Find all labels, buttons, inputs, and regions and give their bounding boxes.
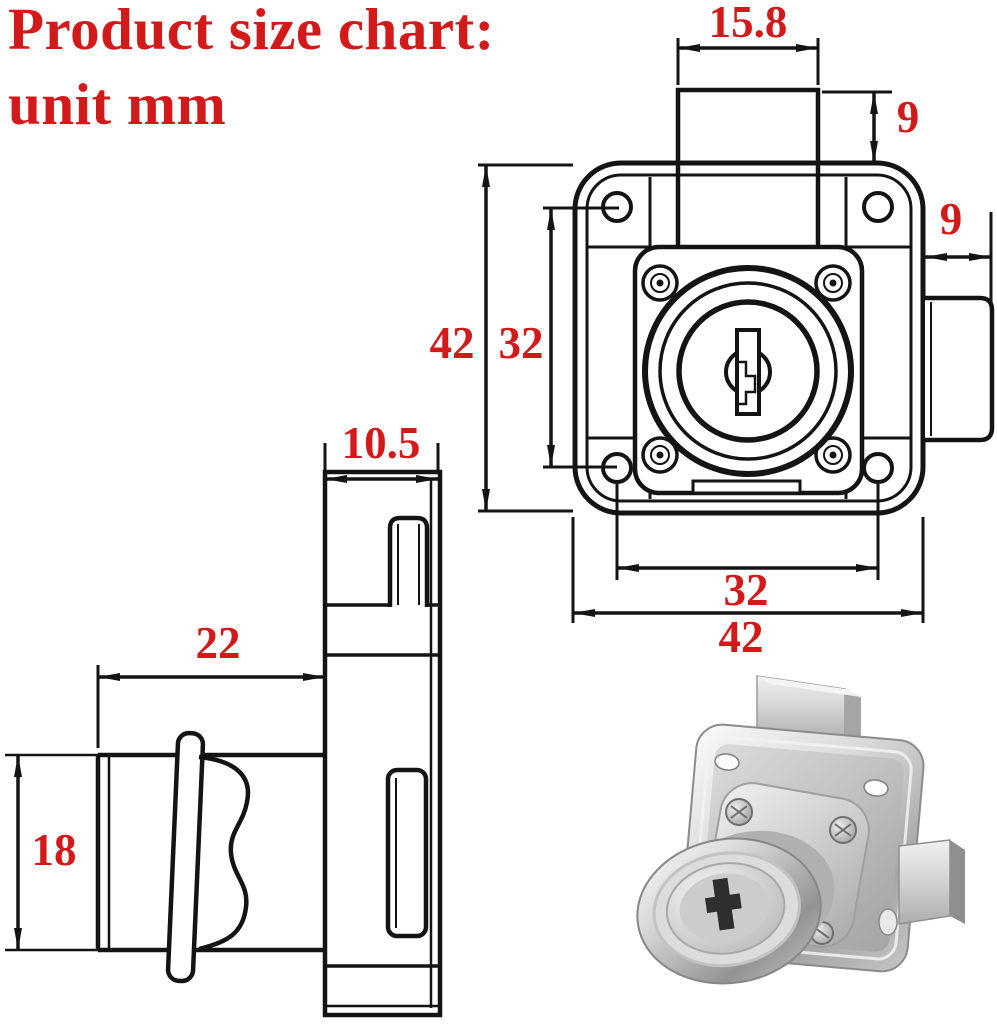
front-view-drawing <box>572 87 995 516</box>
dim-label-latch-height: 9 <box>896 92 920 142</box>
keyhole <box>724 328 772 416</box>
dim-label-body-width: 42 <box>718 612 764 662</box>
flange-screws <box>641 264 852 474</box>
dim-label-screw-spacing-horizontal: 32 <box>723 565 769 615</box>
title-line-2: unit mm <box>8 71 227 137</box>
dim-label-latch-width: 15.8 <box>708 0 788 47</box>
side-view-dimension-lines <box>14 443 440 950</box>
side-view-drawing <box>5 469 443 1018</box>
dim-label-side-latch-depth: 9 <box>939 194 963 244</box>
front-view-dimension-lines <box>478 38 993 623</box>
dim-label-cylinder-diameter: 18 <box>31 825 77 875</box>
photo-screws <box>725 798 857 945</box>
page-title: Product size chart: unit mm <box>8 0 495 142</box>
product-photo <box>636 675 965 985</box>
dim-label-screw-spacing-vertical: 32 <box>498 318 544 368</box>
dim-label-cylinder-length: 22 <box>195 618 241 668</box>
dim-label-body-height: 42 <box>429 318 475 368</box>
photo-cylinder <box>636 830 835 985</box>
title-line-1: Product size chart: <box>8 0 495 62</box>
dim-label-body-thickness: 10.5 <box>341 418 421 468</box>
